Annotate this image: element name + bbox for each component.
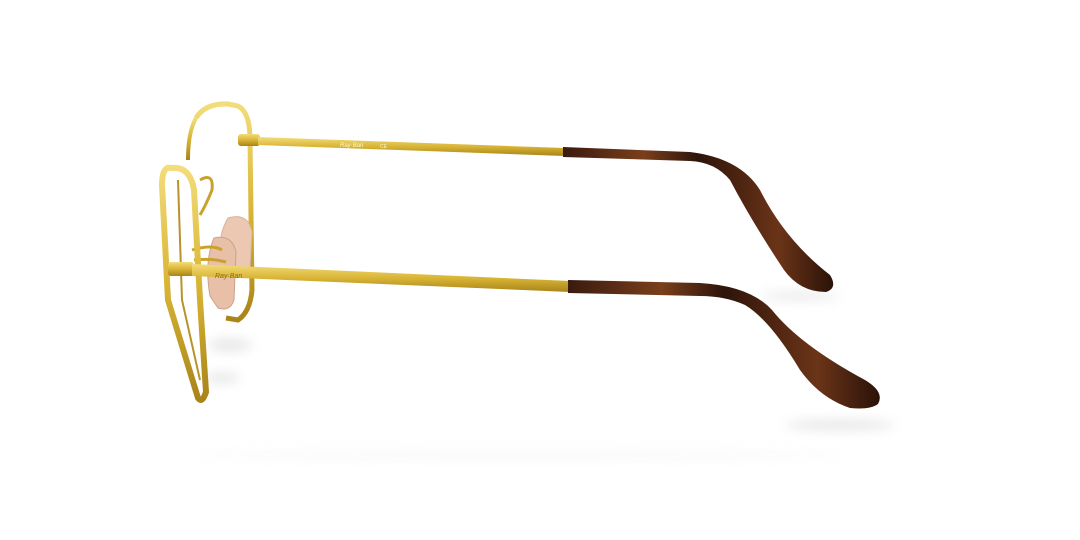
front-rim: [158, 164, 210, 403]
shadows: [190, 293, 895, 458]
lower-temple: Ray·Ban: [168, 262, 880, 409]
shadow-floor: [190, 452, 850, 458]
logo-lower: Ray·Ban: [215, 273, 242, 280]
front-rim-outer: [158, 164, 210, 403]
temple-tip-upper: [563, 147, 834, 292]
shadow-rim-low: [204, 374, 240, 382]
hinge-upper: [238, 134, 260, 146]
upper-temple: Ray·Ban CE: [238, 134, 834, 292]
back-rim-left: [186, 117, 198, 161]
hinge-lower: [168, 262, 194, 276]
temple-arm-upper: [258, 137, 565, 156]
temple-arm-lower: [192, 264, 570, 292]
front-rim-inner: [177, 179, 201, 381]
back-rim: [186, 101, 255, 323]
temple-tip-lower: [568, 280, 880, 409]
shadow-tip-front: [785, 421, 895, 429]
back-rim-outer: [193, 101, 255, 323]
shadow-front-rim: [208, 340, 252, 350]
logo-upper: Ray·Ban: [340, 143, 364, 149]
shadow-tip-back: [760, 293, 840, 299]
ce-mark: CE: [380, 144, 388, 150]
